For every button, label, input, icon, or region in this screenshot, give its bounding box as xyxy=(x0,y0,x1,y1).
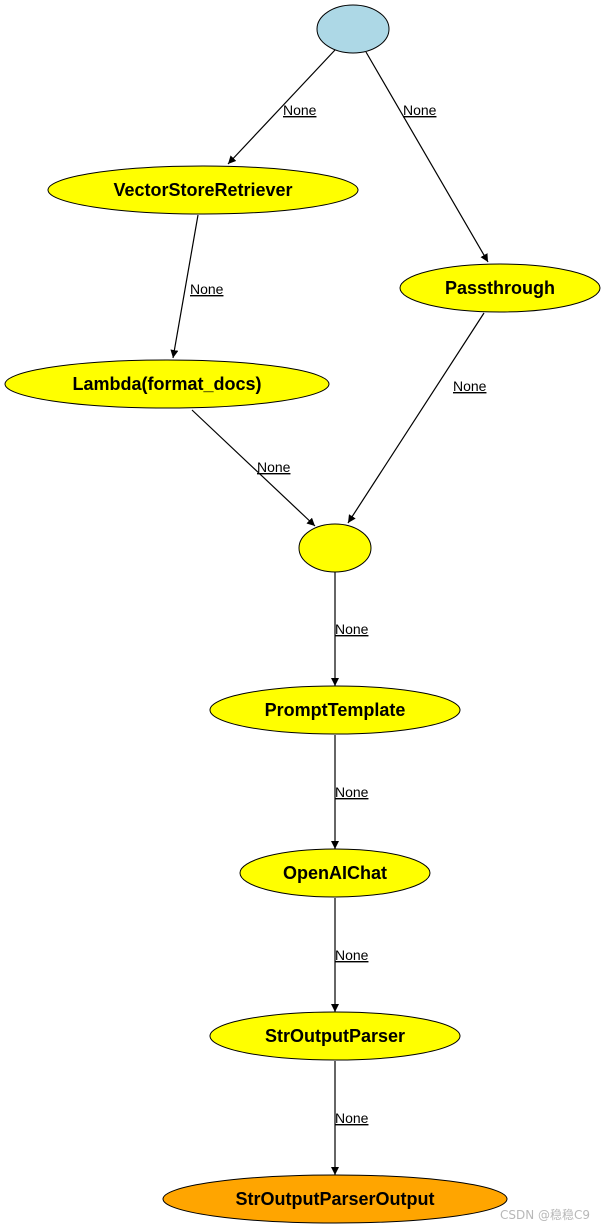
edge-line xyxy=(227,49,336,165)
node-ellipse xyxy=(316,4,390,54)
node-ellipse xyxy=(298,523,372,573)
edge-input-to-passthrough: None xyxy=(365,51,489,263)
edge-parser-to-output: None xyxy=(331,1061,369,1175)
node-prompt-template: PromptTemplate xyxy=(209,685,461,735)
node-openai-chat: OpenAIChat xyxy=(239,848,431,898)
edge-line xyxy=(347,312,485,524)
node-vector-store-retriever: VectorStoreRetriever xyxy=(47,165,359,215)
edge-label: None xyxy=(335,947,369,963)
node-lambda-format-docs: Lambda(format_docs) xyxy=(4,359,330,409)
node-label: OpenAIChat xyxy=(283,863,387,883)
node-ellipse xyxy=(47,165,359,215)
node-label: StrOutputParserOutput xyxy=(235,1189,434,1209)
edge-label: None xyxy=(453,378,487,394)
node-merge xyxy=(298,523,372,573)
edge-merge-to-prompt: None xyxy=(331,572,369,686)
watermark: CSDN @稳稳C9 xyxy=(500,1207,590,1222)
node-label: StrOutputParser xyxy=(265,1026,405,1046)
node-label: Passthrough xyxy=(445,278,555,298)
node-label: Lambda(format_docs) xyxy=(72,374,261,394)
edge-label: None xyxy=(335,784,369,800)
node-ellipse xyxy=(209,685,461,735)
edge-line xyxy=(191,409,316,527)
node-passthrough: Passthrough xyxy=(399,263,601,313)
edge-prompt-to-chat: None xyxy=(331,735,369,849)
edge-label: None xyxy=(335,621,369,637)
node-ellipse xyxy=(4,359,330,409)
edge-label: None xyxy=(257,459,291,475)
edges: None None None None None None None None xyxy=(170,49,489,1175)
edge-input-to-vsr: None xyxy=(227,49,336,165)
node-ellipse xyxy=(399,263,601,313)
edge-label: None xyxy=(190,281,224,297)
node-label: PromptTemplate xyxy=(265,700,406,720)
node-ellipse xyxy=(239,848,431,898)
edge-label: None xyxy=(335,1110,369,1126)
edge-line xyxy=(170,214,199,359)
nodes: VectorStoreRetriever Passthrough Lambda(… xyxy=(4,4,601,1224)
node-ellipse xyxy=(209,1011,461,1061)
edge-chat-to-parser: None xyxy=(331,898,369,1012)
node-input xyxy=(316,4,390,54)
edge-label: None xyxy=(283,102,317,118)
node-ellipse xyxy=(162,1174,508,1224)
edge-label: None xyxy=(403,102,437,118)
edge-lambda-to-merge: None xyxy=(191,409,316,527)
edge-passthrough-to-merge: None xyxy=(347,312,487,524)
node-str-output-parser-output: StrOutputParserOutput xyxy=(162,1174,508,1224)
edge-line xyxy=(365,51,489,263)
node-str-output-parser: StrOutputParser xyxy=(209,1011,461,1061)
edge-vsr-to-lambda: None xyxy=(170,214,224,359)
node-label: VectorStoreRetriever xyxy=(113,180,292,200)
